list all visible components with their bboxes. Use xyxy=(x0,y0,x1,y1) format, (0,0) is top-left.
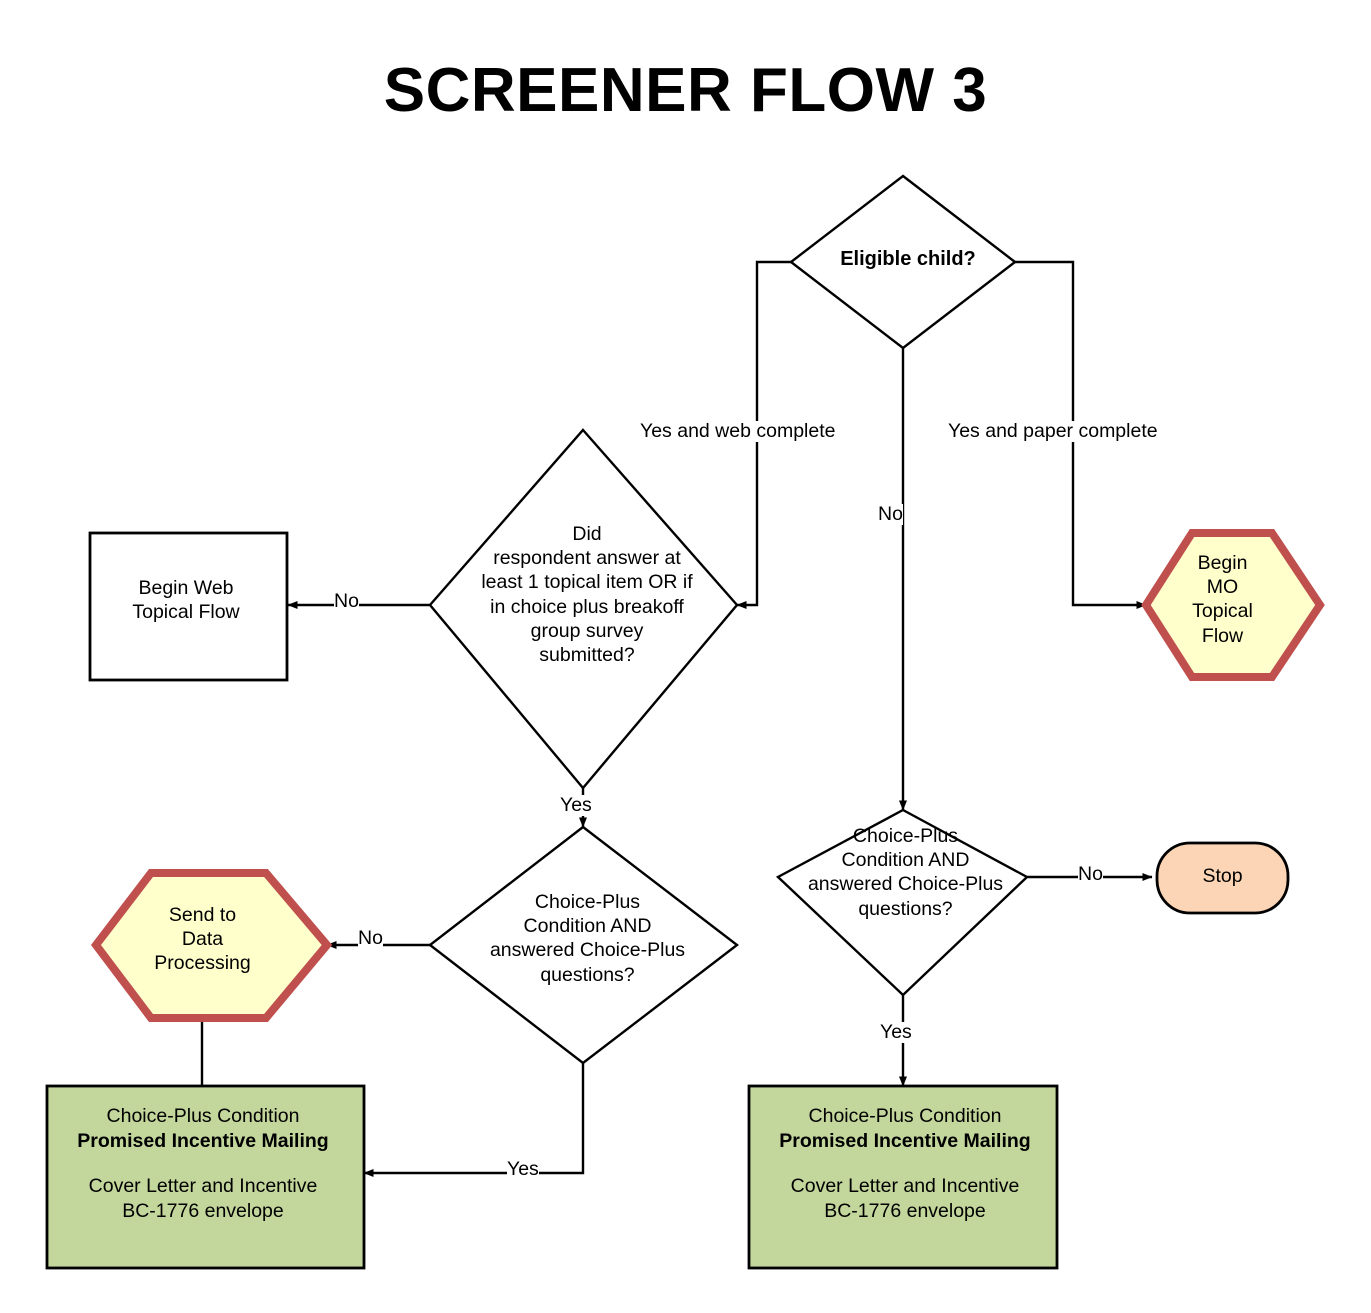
node-mailing-left[interactable] xyxy=(45,1084,366,1270)
node-stop[interactable] xyxy=(1155,841,1290,915)
mailing-right-line3: Cover Letter and Incentive xyxy=(790,1174,1020,1197)
mailing-left-spacer xyxy=(50,1154,356,1174)
mailing-right-line4: BC-1776 envelope xyxy=(824,1199,986,1222)
mailing-left-line2: Promised Incentive Mailing xyxy=(77,1129,329,1152)
page-title: SCREENER FLOW 3 xyxy=(383,56,988,125)
edge-label-no-to-begin-web: No xyxy=(334,590,359,613)
edge-label-yes-to-mailing-right: Yes xyxy=(880,1021,912,1044)
edge-label-yes-and-paper-complete: Yes and paper complete xyxy=(948,420,1158,443)
edge-label-yes-from-big-diamond: Yes xyxy=(560,794,592,817)
node-begin-mo-topical-flow[interactable] xyxy=(1141,529,1325,681)
mailing-right-spacer xyxy=(752,1154,1058,1174)
edge-label-yes-to-mailing-left: Yes xyxy=(507,1158,539,1181)
mailing-left-line3: Cover Letter and Incentive xyxy=(88,1174,318,1197)
node-choice-plus-right[interactable] xyxy=(775,808,1030,997)
connector-yes-mailing-left xyxy=(363,1063,585,1177)
node-begin-web-topical-flow[interactable] xyxy=(88,531,289,682)
edge-label-no-to-stop: No xyxy=(1078,863,1103,886)
edge-label-no-to-send-data: No xyxy=(358,927,383,950)
mailing-right-line2: Promised Incentive Mailing xyxy=(779,1129,1031,1152)
mailing-left-line4: BC-1776 envelope xyxy=(122,1199,284,1222)
node-eligible-child[interactable] xyxy=(789,174,1017,350)
node-choice-plus-left[interactable] xyxy=(428,825,739,1065)
node-mailing-right-text: Choice-Plus Condition Promised Incentive… xyxy=(752,1104,1058,1224)
node-mailing-left-text: Choice-Plus Condition Promised Incentive… xyxy=(50,1104,356,1224)
edge-label-yes-and-web-complete: Yes and web complete xyxy=(640,420,836,443)
edge-label-no-eligible: No xyxy=(878,503,903,526)
node-send-to-data-processing[interactable] xyxy=(90,869,333,1022)
node-did-respondent-answer[interactable] xyxy=(428,428,739,790)
mailing-left-line1: Choice-Plus Condition xyxy=(106,1105,300,1127)
mailing-right-line1: Choice-Plus Condition xyxy=(808,1105,1002,1127)
node-mailing-right[interactable] xyxy=(747,1084,1059,1270)
